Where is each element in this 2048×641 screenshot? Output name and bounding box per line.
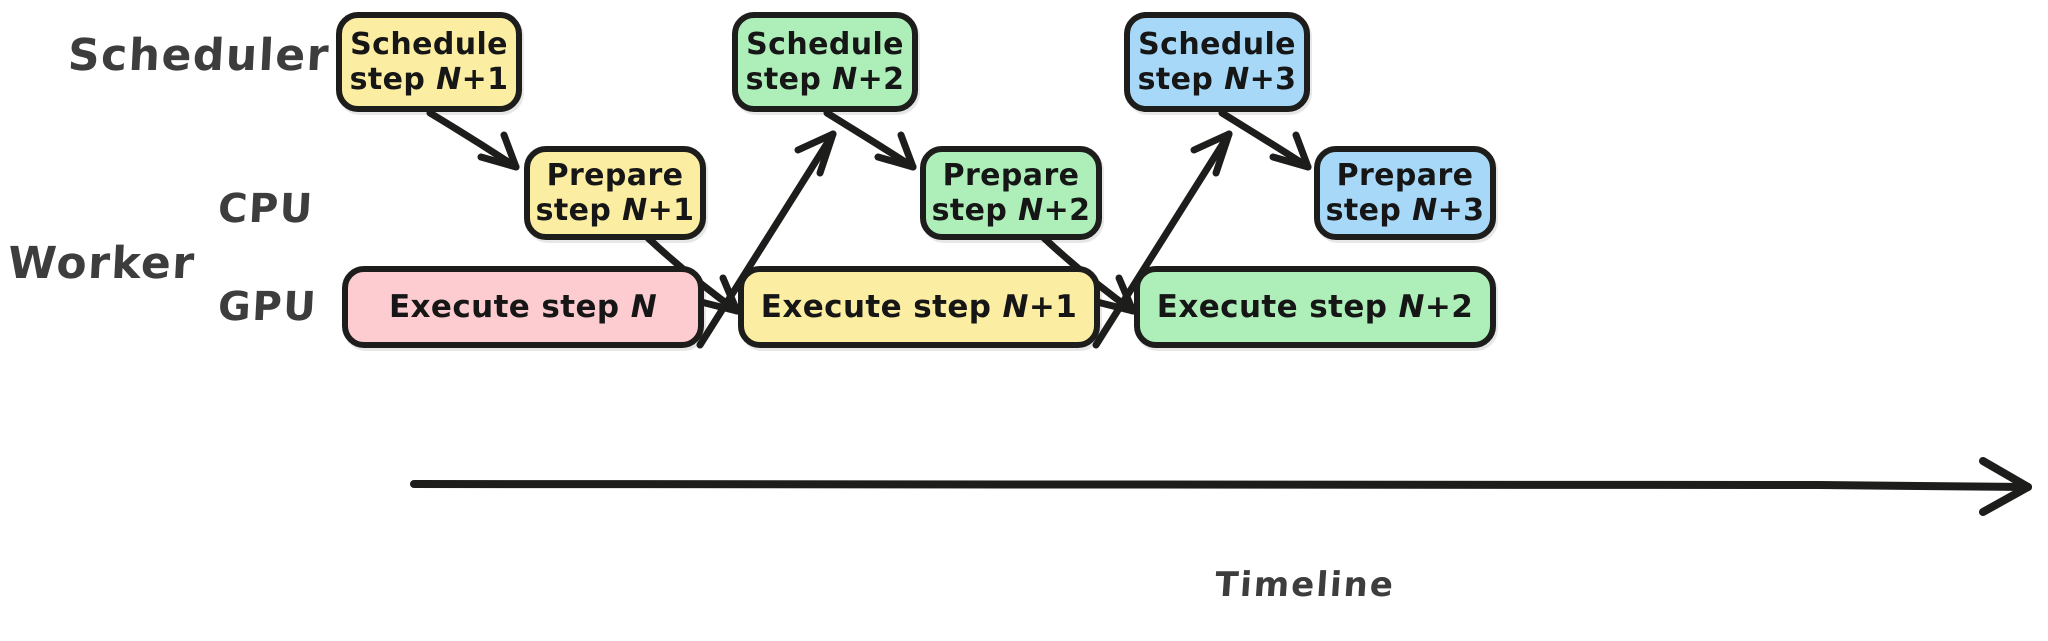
arrow-execute-n1-to-schedule-n3 xyxy=(1092,130,1233,349)
node-prepare-step-n2[interactable]: Prepare step N+2 xyxy=(920,146,1102,240)
node-schedule-step-n3[interactable]: Schedule step N+3 xyxy=(1124,12,1310,112)
arrow-execute-n-to-schedule-n2 xyxy=(696,130,837,349)
node-execute-step-n[interactable]: Execute step N xyxy=(342,266,704,348)
node-line-2: step N+3 xyxy=(1325,193,1485,228)
timeline-caption: Timeline xyxy=(1213,565,1397,605)
node-line-1: Schedule xyxy=(746,26,904,62)
node-line-1: Schedule xyxy=(1138,26,1296,62)
node-line-1: Execute step N xyxy=(388,288,658,325)
node-line-1: Execute step N+2 xyxy=(1156,288,1474,325)
node-line-1: Prepare xyxy=(1336,157,1474,193)
node-line-2: step N+2 xyxy=(931,193,1091,228)
node-prepare-step-n3[interactable]: Prepare step N+3 xyxy=(1314,146,1496,240)
node-line-2: step N+2 xyxy=(745,62,905,97)
node-prepare-step-n1[interactable]: Prepare step N+1 xyxy=(524,146,706,240)
node-execute-step-n2[interactable]: Execute step N+2 xyxy=(1134,266,1496,348)
node-line-1: Schedule xyxy=(350,26,508,62)
arrow-schedule-n3-to-prepare-n3 xyxy=(1218,109,1312,171)
node-schedule-step-n2[interactable]: Schedule step N+2 xyxy=(732,12,918,112)
node-execute-step-n1[interactable]: Execute step N+1 xyxy=(738,266,1100,348)
node-line-1: Execute step N+1 xyxy=(760,288,1078,325)
node-line-2: step N+1 xyxy=(349,62,509,97)
arrow-schedule-n1-to-prepare-n1 xyxy=(426,109,520,171)
node-schedule-step-n1[interactable]: Schedule step N+1 xyxy=(336,12,522,112)
timeline-axis xyxy=(410,457,2032,516)
node-line-2: step N+3 xyxy=(1137,62,1297,97)
node-line-2: step N+1 xyxy=(535,193,695,228)
arrow-schedule-n2-to-prepare-n2 xyxy=(823,109,917,171)
node-line-1: Prepare xyxy=(942,157,1080,193)
node-line-1: Prepare xyxy=(546,157,684,193)
